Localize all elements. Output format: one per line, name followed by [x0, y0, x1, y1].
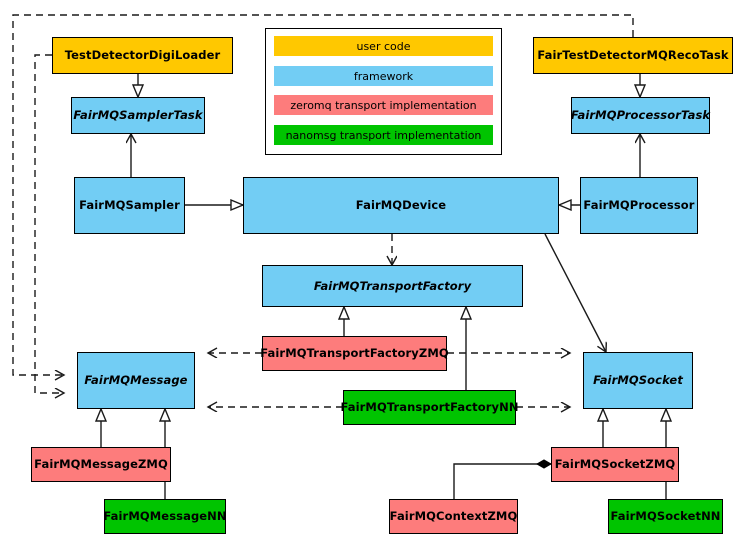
- edge-device-to-socket: [544, 233, 606, 352]
- class-node-testdetectordigiloader[interactable]: TestDetectorDigiLoader: [52, 37, 233, 74]
- class-node-fairmqsocketnn[interactable]: FairMQSocketNN: [608, 499, 723, 534]
- class-node-fairmqprocessortask[interactable]: FairMQProcessorTask: [571, 97, 710, 134]
- legend-label-framework: framework: [353, 69, 414, 83]
- legend-row-user-code: user code: [274, 36, 493, 56]
- class-node-fairmqmessage[interactable]: FairMQMessage: [77, 352, 195, 409]
- class-node-fairmqcontextzmq[interactable]: FairMQContextZMQ: [389, 499, 518, 534]
- legend-label-nanomsg: nanomsg transport implementation: [285, 128, 482, 142]
- legend-label-user-code: user code: [356, 39, 411, 53]
- class-node-fairmqsocketzmq[interactable]: FairMQSocketZMQ: [551, 447, 679, 482]
- class-node-fairmqsocket[interactable]: FairMQSocket: [583, 352, 693, 409]
- class-node-fairmqsampler[interactable]: FairMQSampler: [74, 177, 185, 234]
- legend-row-zeromq: zeromq transport implementation: [274, 95, 493, 115]
- class-node-fairtestdetectormqrecotask[interactable]: FairTestDetectorMQRecoTask: [533, 37, 733, 74]
- class-node-fairmqsamplertask[interactable]: FairMQSamplerTask: [71, 97, 205, 134]
- edge-digiloader-to-message: [34, 54, 64, 393]
- class-node-fairmqprocessor[interactable]: FairMQProcessor: [580, 177, 698, 234]
- class-node-fairmqtransportfactoryzmq[interactable]: FairMQTransportFactoryZMQ: [260, 336, 449, 371]
- class-node-fairmqdevice[interactable]: FairMQDevice: [243, 177, 559, 234]
- class-node-fairmqtransportfactory[interactable]: FairMQTransportFactory: [262, 265, 523, 307]
- legend-row-framework: framework: [274, 66, 493, 86]
- class-node-fairmqmessagezmq[interactable]: FairMQMessageZMQ: [31, 447, 171, 482]
- legend-label-zeromq: zeromq transport implementation: [290, 98, 477, 112]
- class-node-fairmqtransportfactorynn[interactable]: FairMQTransportFactoryNN: [340, 390, 518, 425]
- edge-socketzmq-composition-contextzmq: [453, 459, 553, 499]
- class-node-fairmqmessagenn[interactable]: FairMQMessageNN: [103, 499, 227, 534]
- legend-row-nanomsg: nanomsg transport implementation: [274, 125, 493, 145]
